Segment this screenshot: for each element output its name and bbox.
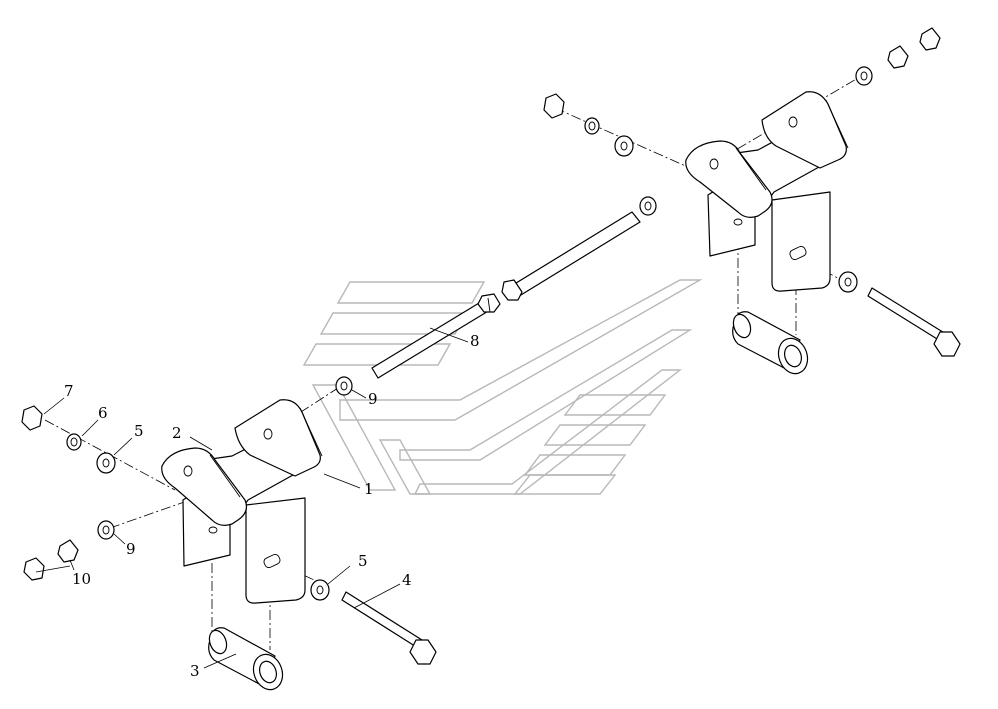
- callout-9-top: 9: [368, 390, 378, 408]
- callout-9-bottom: 9: [126, 540, 136, 558]
- bracket-right: [685, 91, 849, 292]
- callout-5-top: 5: [134, 422, 144, 440]
- callouts: 1 2 3 4 5 5 6 7 8 9 9 10: [64, 332, 480, 680]
- hardware-left: [21, 376, 353, 601]
- bracket-left: [161, 399, 323, 604]
- callout-6: 6: [98, 404, 108, 422]
- leader-lines: [35, 327, 469, 669]
- long-bolt-left: [371, 293, 501, 379]
- callout-1: 1: [364, 480, 374, 498]
- hardware-right: [543, 27, 941, 293]
- bolt-left: [341, 591, 437, 665]
- bushing-left: [208, 627, 284, 691]
- callout-3: 3: [190, 662, 200, 680]
- callout-5-bottom: 5: [358, 552, 368, 570]
- long-bolt-right: [501, 211, 641, 301]
- callout-2: 2: [172, 424, 182, 442]
- callout-8: 8: [470, 332, 480, 350]
- watermark-logo: [302, 279, 703, 495]
- bushing-right: [732, 311, 809, 375]
- callout-10: 10: [72, 570, 91, 588]
- callout-7: 7: [64, 382, 74, 400]
- bolt-right: [867, 287, 961, 357]
- callout-4: 4: [402, 571, 412, 589]
